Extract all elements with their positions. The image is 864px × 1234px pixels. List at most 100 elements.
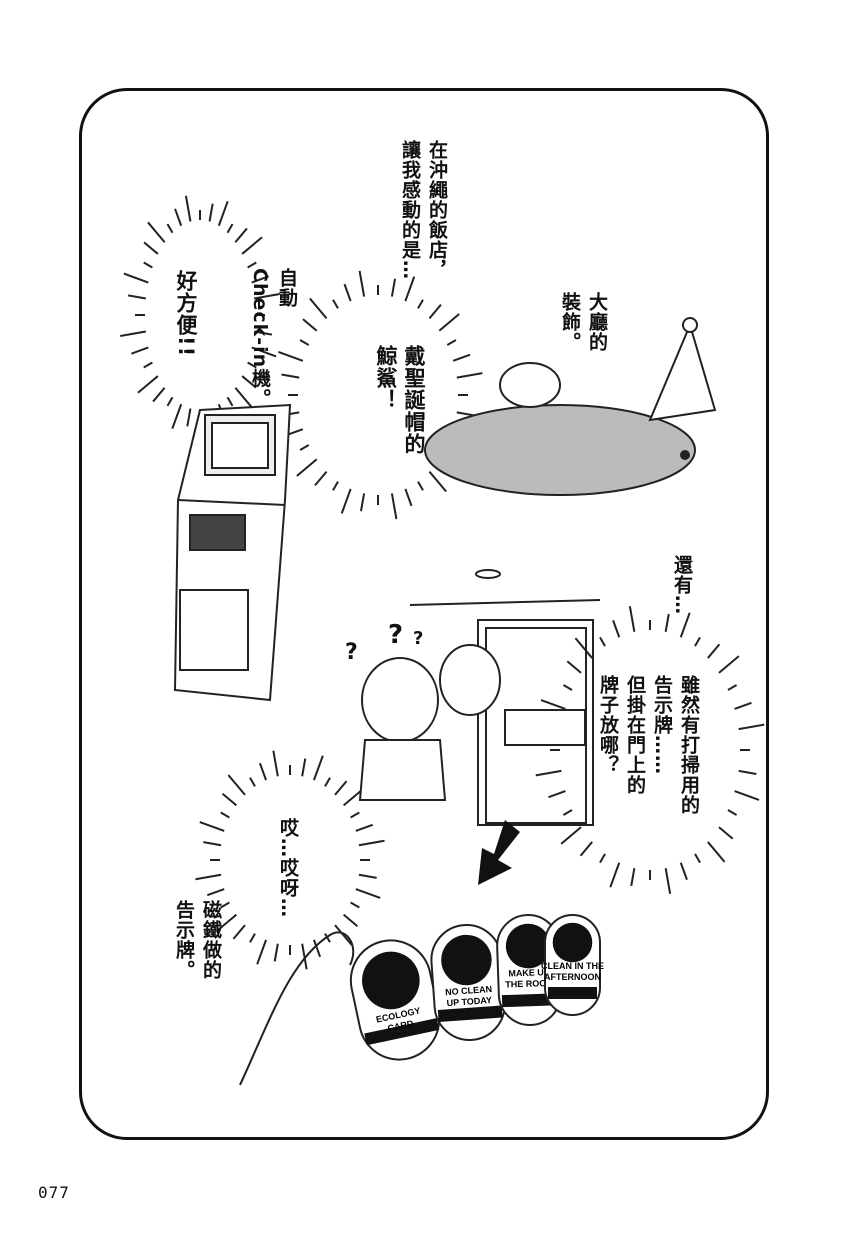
burst-line — [166, 223, 174, 234]
sign-label: CLEAN IN THE — [541, 961, 604, 971]
text-line: 鯨鯊！ — [374, 345, 398, 411]
burst-line — [247, 261, 257, 269]
narration-lobby: 大廳的 裝飾。 — [556, 292, 610, 352]
burst-line — [664, 613, 670, 632]
burst-line — [314, 470, 328, 487]
burst-line — [143, 241, 159, 255]
burst-line — [734, 790, 760, 801]
burst-line — [299, 339, 310, 346]
burst-line — [679, 612, 691, 638]
burst-line — [301, 758, 307, 777]
burst-line — [562, 809, 573, 816]
burst-line — [313, 939, 322, 958]
burst-line — [355, 888, 381, 899]
burst-line — [227, 774, 246, 796]
burst-lines — [120, 195, 765, 970]
text-line: 磁鐵做的 — [200, 900, 222, 980]
burst-line — [718, 655, 740, 674]
burst-line — [302, 318, 318, 332]
burst-line — [273, 943, 279, 962]
burst-line — [334, 924, 353, 946]
burst-line — [199, 821, 225, 832]
burst-line — [340, 488, 352, 514]
burst-line — [309, 297, 328, 320]
burst-line — [428, 303, 442, 320]
burst-line — [664, 868, 672, 894]
burst-line — [560, 826, 582, 845]
sign-label: NO CLEAN — [445, 984, 493, 997]
text-line: 在沖繩的飯店， — [426, 140, 448, 280]
burst-line — [123, 272, 149, 284]
burst-line — [630, 868, 636, 887]
burst-line — [208, 203, 214, 222]
burst-line — [147, 221, 166, 243]
burst-line — [358, 270, 366, 297]
burst-line — [574, 637, 593, 659]
checkin-kiosk-illustration — [173, 403, 292, 702]
burst-line — [206, 888, 225, 897]
burst-line — [628, 606, 636, 632]
characters-illustration — [358, 644, 501, 801]
text-line: 大廳的 — [586, 292, 608, 352]
page-number: 077 — [38, 1183, 70, 1202]
text-line: 戴聖誕帽的 — [402, 345, 426, 455]
burst-line — [166, 396, 174, 407]
text-line: 還有… — [671, 555, 693, 615]
burst-line — [599, 853, 606, 864]
burst-line — [332, 299, 339, 309]
hands-icon — [441, 934, 492, 986]
burst-line — [137, 375, 159, 394]
sign-label: MAKE UP — [508, 967, 550, 978]
burst-line — [727, 809, 738, 816]
burst-line — [324, 933, 331, 943]
burst-line — [332, 481, 339, 491]
narration-kiosk: 自動 Check-in機。 — [246, 268, 300, 408]
burst-line — [152, 387, 166, 403]
sign-label: AFTERNOON — [544, 972, 601, 982]
burst-line — [256, 939, 267, 965]
burst-line — [324, 777, 331, 787]
burst-line — [258, 762, 267, 781]
burst-line — [707, 841, 726, 863]
panel-frame — [79, 88, 769, 1140]
burst-line — [195, 873, 222, 881]
door-question: 雖然有打掃用的 告示牌…… 但掛在門上的 牌子放哪？ — [594, 675, 702, 815]
bed-icon — [552, 922, 593, 963]
burst-line — [562, 684, 573, 691]
text-line: 好方便!! — [174, 270, 198, 358]
burst-line — [694, 853, 701, 864]
burst-line — [232, 924, 246, 940]
burst-line — [404, 276, 416, 302]
burst-line — [566, 660, 582, 674]
burst-line — [226, 223, 234, 234]
text-line: 告示牌…… — [651, 675, 673, 775]
burst-line — [446, 339, 457, 346]
burst-line — [253, 293, 280, 300]
bed-icon — [505, 923, 551, 969]
hotel-door-illustration — [409, 569, 601, 826]
burst-line — [738, 723, 765, 731]
burst-line — [718, 826, 734, 840]
burst-line — [350, 811, 360, 819]
burst-line — [220, 811, 230, 819]
text-line: 裝飾。 — [559, 292, 581, 352]
burst-line — [272, 750, 279, 777]
burst-line — [299, 444, 310, 451]
burst-line — [342, 913, 359, 927]
burst-line — [253, 330, 273, 336]
burst-line — [334, 780, 348, 796]
narration-also: 還有… — [668, 555, 695, 615]
burst-line — [241, 375, 257, 389]
burst-line — [251, 275, 269, 284]
burst-line — [359, 493, 366, 512]
burst-line — [609, 862, 621, 888]
burst-line — [438, 313, 460, 332]
burst-line — [296, 458, 318, 477]
text-line: 但掛在門上的 — [624, 675, 646, 795]
burst-line — [120, 330, 147, 337]
text-line: 自動 — [276, 268, 298, 308]
burst-line — [247, 361, 257, 369]
narration-magnet: 磁鐵做的 告示牌。 — [170, 900, 224, 980]
